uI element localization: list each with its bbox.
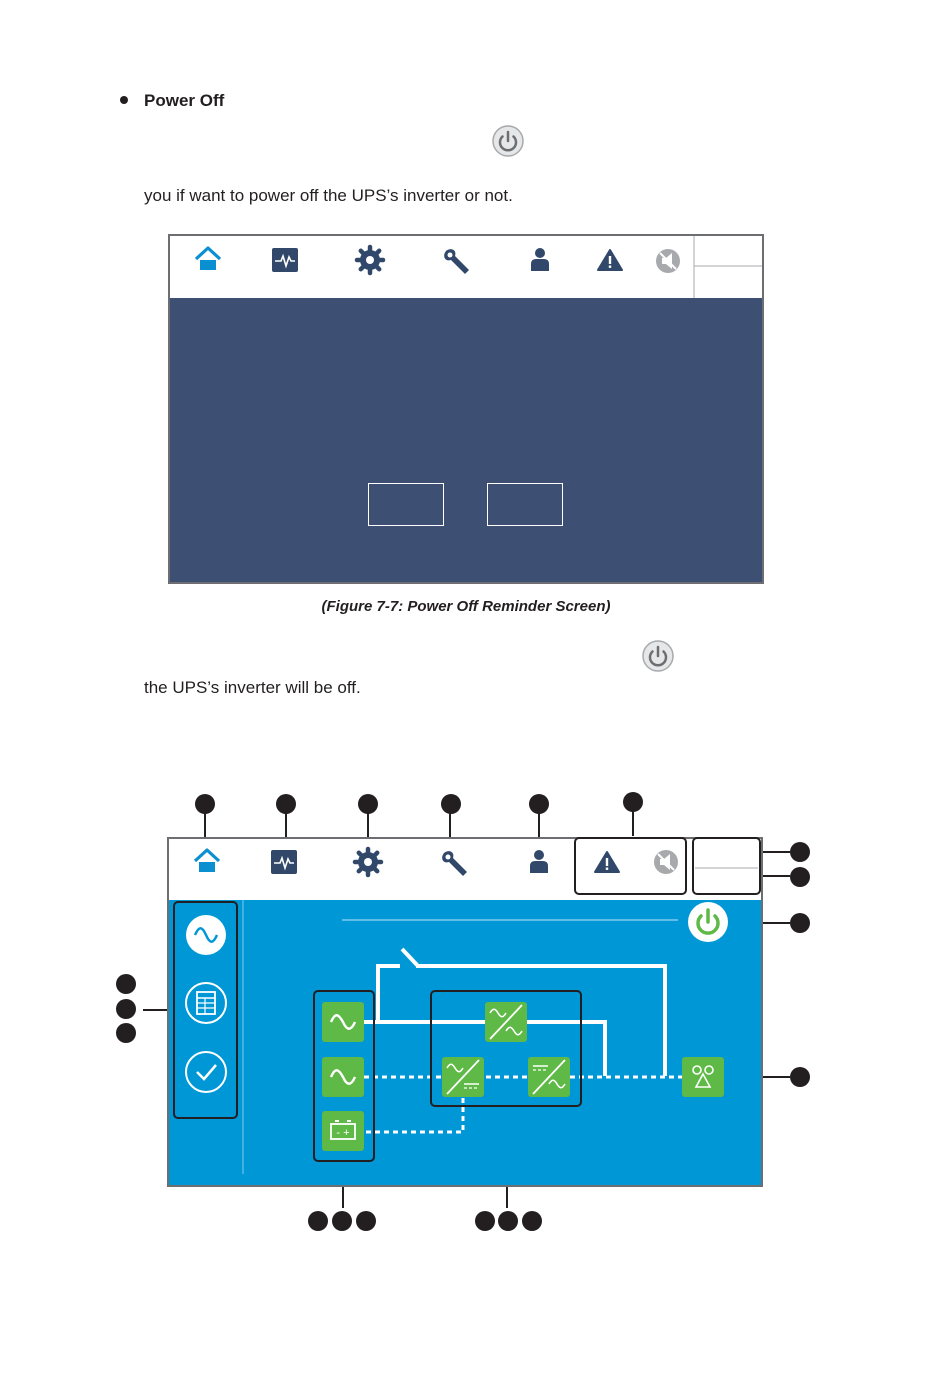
callout-marker	[276, 794, 296, 814]
maintenance-wrench-icon[interactable]	[444, 249, 469, 274]
settings-gear-icon[interactable]	[355, 849, 381, 875]
mute-icon[interactable]	[656, 249, 680, 273]
callout-marker	[332, 1211, 352, 1231]
reminder-dialog	[170, 298, 762, 582]
power-on-button[interactable]	[688, 902, 728, 942]
home-icon[interactable]	[196, 248, 220, 270]
callout-marker	[623, 792, 643, 812]
callout-marker	[790, 1067, 810, 1087]
callout-marker	[790, 867, 810, 887]
callout-marker	[356, 1211, 376, 1231]
callout-marker	[116, 999, 136, 1019]
callout-marker	[475, 1211, 495, 1231]
power-button-icon	[642, 640, 674, 672]
inverter-icon[interactable]	[528, 1057, 570, 1097]
paragraph-result: the UPS’s inverter will be off.	[144, 678, 361, 698]
svg-text:- +: - +	[336, 1127, 349, 1139]
confirm-button[interactable]	[368, 483, 444, 526]
callout-marker	[529, 794, 549, 814]
alarm-warning-icon[interactable]	[598, 250, 622, 270]
callout-marker	[195, 794, 215, 814]
monitor-icon[interactable]	[272, 248, 298, 272]
bypass-input-icon[interactable]	[322, 1057, 364, 1097]
mute-icon[interactable]	[654, 850, 678, 874]
side-menu-ac-icon[interactable]	[186, 915, 226, 955]
user-icon[interactable]	[531, 248, 549, 271]
callout-marker	[790, 842, 810, 862]
bypass-converter-icon[interactable]	[485, 1002, 527, 1042]
figure-caption: (Figure 7-7: Power Off Reminder Screen)	[0, 598, 932, 615]
main-work-area	[169, 900, 761, 1185]
cancel-button[interactable]	[487, 483, 563, 526]
callout-marker	[441, 794, 461, 814]
battery-icon[interactable]: - +	[322, 1111, 364, 1151]
callout-marker	[522, 1211, 542, 1231]
bullet-dot	[120, 96, 128, 104]
power-button-icon	[492, 125, 524, 157]
mains-input-icon[interactable]	[322, 1002, 364, 1042]
callout-marker	[116, 974, 136, 994]
monitor-icon[interactable]	[271, 850, 297, 874]
load-output-icon[interactable]	[682, 1057, 724, 1097]
paragraph-choose: you if want to power off the UPS’s inver…	[144, 186, 513, 206]
callout-marker	[790, 913, 810, 933]
callout-marker	[308, 1211, 328, 1231]
settings-gear-icon[interactable]	[357, 247, 383, 273]
callout-marker	[498, 1211, 518, 1231]
rectifier-icon[interactable]	[442, 1057, 484, 1097]
toolbar	[170, 236, 762, 298]
section-heading: Power Off	[144, 91, 224, 111]
callout-marker	[358, 794, 378, 814]
power-off-reminder-screen	[168, 234, 764, 584]
main-screen-diagram: - +	[0, 780, 950, 1240]
callout-marker	[116, 1023, 136, 1043]
